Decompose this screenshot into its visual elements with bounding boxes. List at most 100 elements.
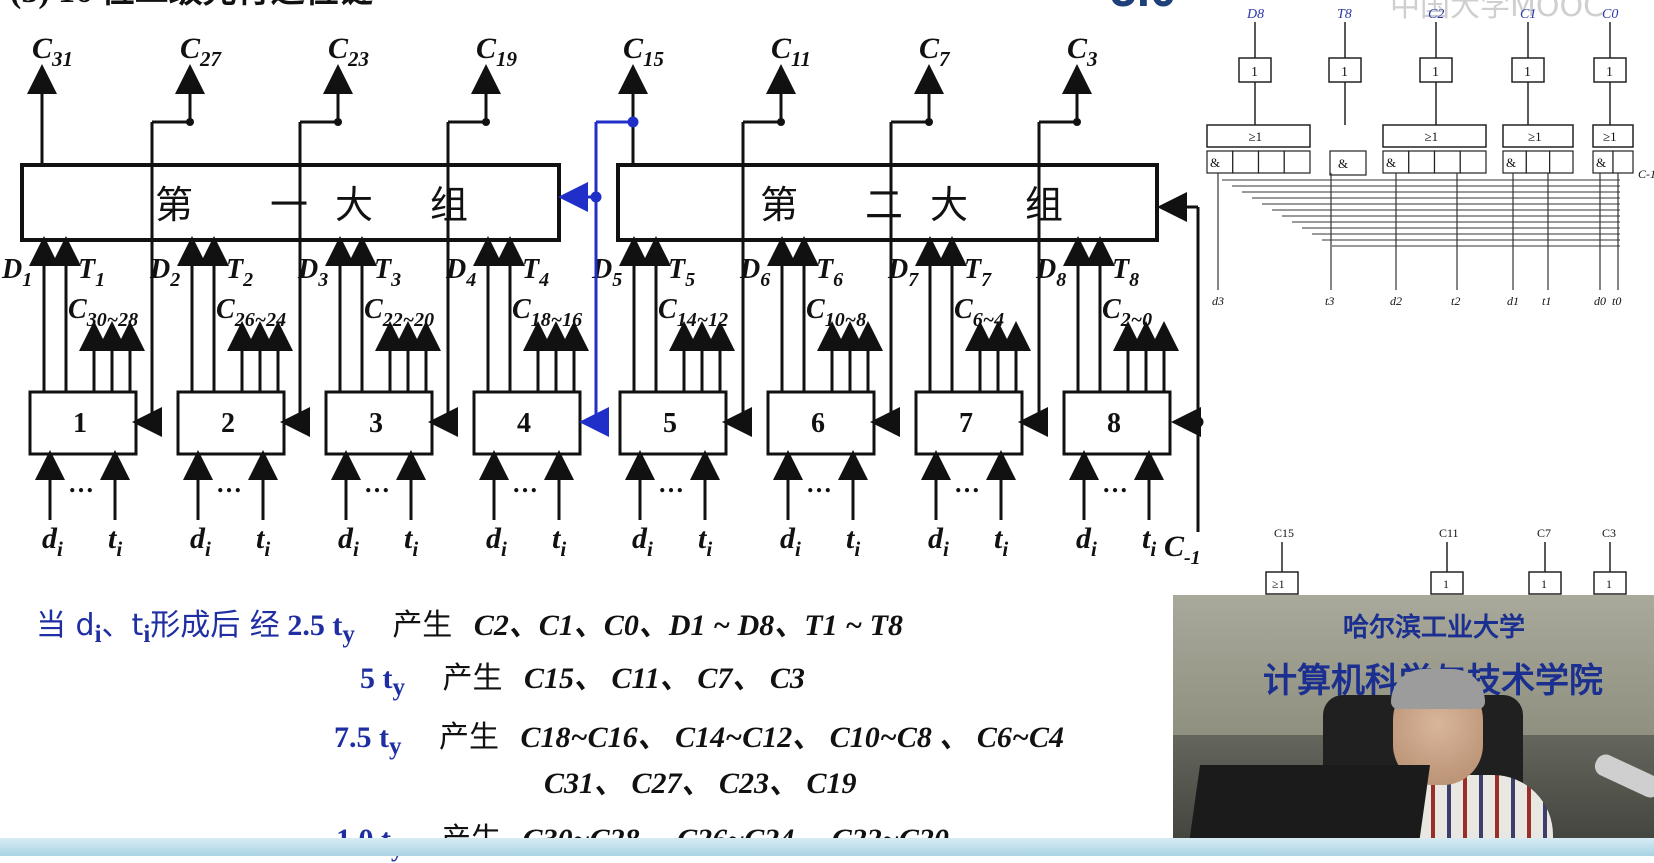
carry-output-C3: C3 <box>1037 32 1098 420</box>
right-bottom-label: t1 <box>1542 294 1551 308</box>
d-label-6: D6 <box>739 254 770 291</box>
input-dots: … <box>658 469 684 498</box>
group-1-char: 一 <box>270 183 308 227</box>
carry-label-C7: C7 <box>919 32 951 71</box>
input-dots: … <box>1102 469 1128 498</box>
carry-output-C7: C7 <box>889 32 951 420</box>
c-group-label-1: C30~28 <box>68 294 138 331</box>
module-number: 6 <box>811 408 825 439</box>
c-group-label-4: C18~16 <box>512 294 582 331</box>
input-d: di <box>928 522 949 561</box>
carry-label-C15: C15 <box>623 32 664 71</box>
group-2-char: 大 <box>930 183 968 227</box>
group-1-char: 第 <box>155 183 193 227</box>
carry-output-C15: C15 <box>618 32 664 165</box>
right-lower-gate: 1 <box>1541 577 1547 591</box>
input-d: di <box>632 522 653 561</box>
right-top-label: C2 <box>1428 7 1444 22</box>
right-not-gate: 1 <box>1341 65 1348 80</box>
input-d: di <box>486 522 507 561</box>
module-number: 4 <box>517 408 531 439</box>
carry-output-C11: C11 <box>741 32 811 420</box>
right-top-label: D8 <box>1246 7 1264 22</box>
d-label-4: D4 <box>445 254 476 291</box>
right-not-gate: 1 <box>1432 65 1439 80</box>
right-and-gate: & <box>1210 155 1220 170</box>
input-d: di <box>190 522 211 561</box>
right-bottom-label: d1 <box>1507 294 1519 308</box>
right-lower-label: C3 <box>1602 526 1616 540</box>
timing-row-3: 7.5 ty 产生 C18~C16、 C14~C12、 C10~C8 、 C6~… <box>334 720 1064 760</box>
t-label-2: T2 <box>226 254 253 291</box>
d-label-2: D2 <box>149 254 180 291</box>
right-and-gate: & <box>1338 156 1348 171</box>
input-t: ti <box>1142 522 1156 561</box>
d-label-8: D8 <box>1035 254 1066 291</box>
carry-label-C11: C11 <box>771 32 811 71</box>
carry-output-C27: C27 <box>150 32 223 420</box>
right-bottom-label: d3 <box>1212 294 1224 308</box>
input-dots: … <box>954 469 980 498</box>
t-label-3: T3 <box>374 254 401 291</box>
c-group-label-2: C26~24 <box>216 294 286 331</box>
t-label-4: T4 <box>522 254 549 291</box>
module-number: 8 <box>1107 408 1121 439</box>
module-number: 2 <box>221 408 235 439</box>
right-lower-gate: ≥1 <box>1272 577 1285 591</box>
video-mic <box>1591 751 1654 801</box>
module-number: 7 <box>959 408 973 439</box>
right-lower-label: C15 <box>1274 526 1294 540</box>
right-bottom-label: t0 <box>1612 294 1621 308</box>
input-d: di <box>780 522 801 561</box>
right-or-gate: ≥1 <box>1603 129 1617 144</box>
timing-row-2: 5 ty 产生 C15、 C11、 C7、 C3 <box>360 661 805 701</box>
input-d: di <box>338 522 359 561</box>
version-fragment: 5.0 <box>1110 0 1177 17</box>
input-dots: … <box>806 469 832 498</box>
right-top-label: C0 <box>1602 7 1618 22</box>
right-bottom-label: t2 <box>1451 294 1460 308</box>
carry-label-C31: C31 <box>32 32 73 71</box>
group-2-char: 组 <box>1025 183 1063 227</box>
c-group-label-8: C2~0 <box>1102 294 1152 331</box>
right-and-gate: & <box>1386 155 1396 170</box>
right-and-gate: & <box>1506 155 1516 170</box>
right-not-gate: 1 <box>1251 65 1258 80</box>
input-dots: … <box>68 469 94 498</box>
input-t: ti <box>108 522 122 561</box>
carry-label-C3: C3 <box>1067 32 1098 71</box>
right-lower-gate: 1 <box>1443 577 1449 591</box>
carry-label-C23: C23 <box>328 32 369 71</box>
input-d: di <box>1076 522 1097 561</box>
right-not-gate: 1 <box>1524 65 1531 80</box>
input-d: di <box>42 522 63 561</box>
t-label-5: T5 <box>668 254 695 291</box>
c15-feedback-line <box>558 116 639 437</box>
carry-output-C31: C31 <box>27 32 73 165</box>
right-not-gate: 1 <box>1606 65 1613 80</box>
c-group-label-7: C6~4 <box>954 294 1004 331</box>
module-number: 5 <box>663 408 677 439</box>
bottom-wave-decoration <box>0 838 1654 856</box>
lecturer-video[interactable]: 哈尔滨工业大学 计算机科学与技术学院 <box>1173 595 1654 856</box>
input-t: ti <box>552 522 566 561</box>
input-t: ti <box>994 522 1008 561</box>
t-label-7: T7 <box>964 254 992 291</box>
right-top-label: C1 <box>1520 7 1536 22</box>
timing-row-3b: C31、 C27、 C23、 C19 <box>544 767 857 800</box>
input-t: ti <box>404 522 418 561</box>
c-minus-1-line <box>1157 192 1204 532</box>
right-top-label: T8 <box>1337 7 1352 22</box>
video-school-name: 哈尔滨工业大学 <box>1343 613 1526 643</box>
carry-output-C23: C23 <box>298 32 369 420</box>
d-label-7: D7 <box>887 254 919 291</box>
right-cin-label: C-1 <box>1638 167 1654 181</box>
